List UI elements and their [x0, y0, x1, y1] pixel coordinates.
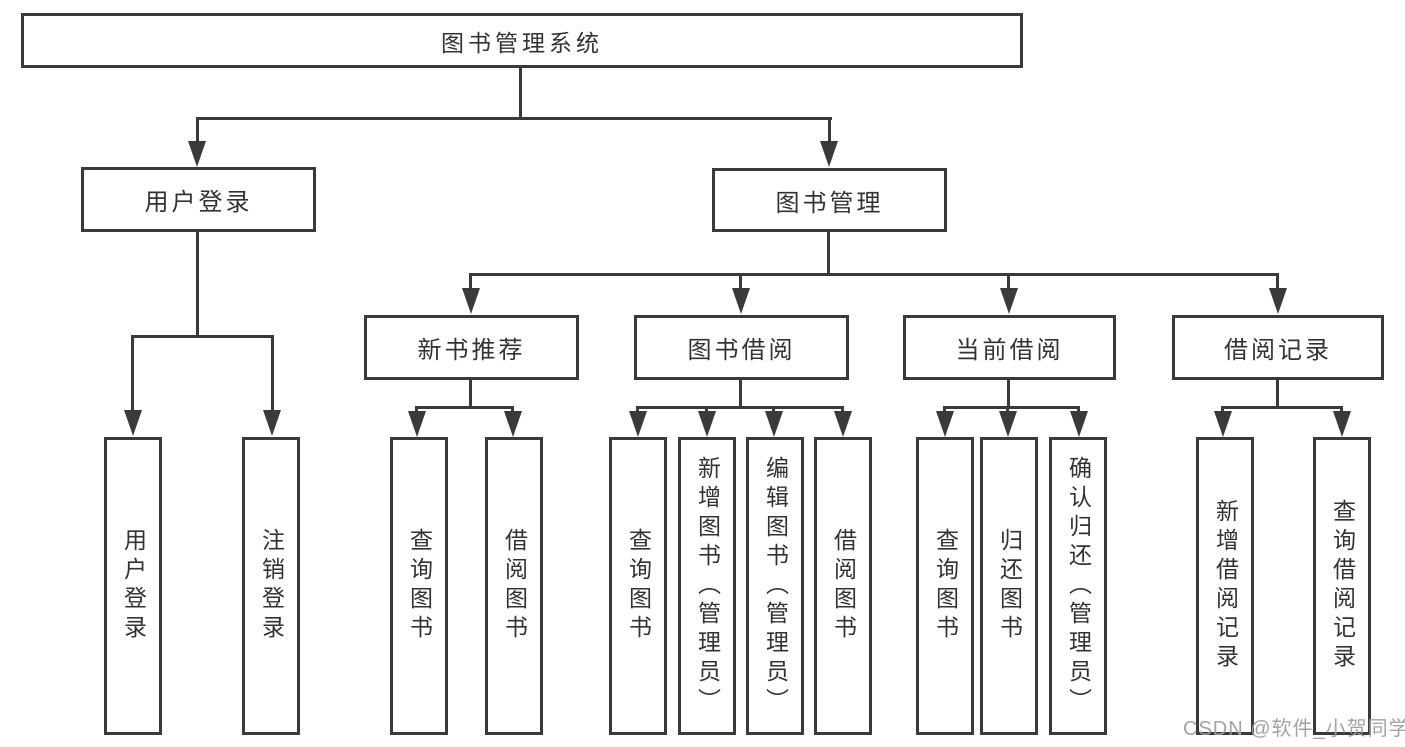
leaf-records-query: 查询借阅记录 [1313, 437, 1371, 735]
leaf-borrow-edit-admin: 编辑图书（管理员） [746, 437, 804, 735]
leaf-logout-label: 注销登录 [258, 528, 285, 644]
connector-drop [943, 406, 946, 414]
node-book-management-label: 图书管理 [775, 189, 884, 217]
node-new-book-recommend: 新书推荐 [364, 315, 579, 380]
node-user-login: 用户登录 [81, 167, 316, 232]
leaf-newbooks-query-label: 查询图书 [406, 528, 433, 644]
arrow-down-icon [765, 411, 783, 437]
arrow-down-icon [732, 288, 750, 314]
arrow-down-icon [263, 410, 281, 436]
arrow-down-icon [188, 141, 206, 167]
leaf-current-return-label: 归还图书 [996, 528, 1023, 644]
leaf-borrow-book-label: 借阅图书 [830, 528, 857, 644]
connector-drop [772, 406, 775, 414]
arrow-down-icon [124, 410, 142, 436]
connector-drop [1276, 273, 1279, 289]
connector-drop [1077, 406, 1080, 414]
leaf-current-confirm-admin-label: 确认归还（管理员） [1065, 455, 1092, 717]
node-system-title: 图书管理系统 [21, 13, 1023, 68]
connector-drop [1006, 406, 1009, 414]
arrow-down-icon [1269, 288, 1287, 314]
node-current-borrow-label: 当前借阅 [955, 337, 1064, 364]
connector-newbooks-stem [469, 380, 472, 408]
leaf-newbooks-borrow: 借阅图书 [485, 437, 543, 735]
node-current-borrow: 当前借阅 [903, 315, 1116, 380]
leaf-newbooks-borrow-label: 借阅图书 [501, 528, 528, 644]
connector-root-bar [196, 117, 832, 120]
connector-current-bar [943, 406, 1080, 409]
leaf-borrow-add-admin-label: 新增图书（管理员） [694, 455, 721, 717]
node-user-login-label: 用户登录 [144, 189, 253, 216]
connector-records-stem [1276, 380, 1279, 408]
leaf-user-login-label: 用户登录 [120, 528, 147, 644]
leaf-borrow-query-label: 查询图书 [625, 528, 652, 644]
leaf-records-add-label: 新增借阅记录 [1212, 499, 1239, 673]
arrow-down-icon [820, 141, 838, 167]
arrow-down-icon [698, 411, 716, 437]
node-system-title-label: 图书管理系统 [441, 29, 603, 56]
connector-bookmgmt-stem [827, 232, 830, 276]
arrow-down-icon [1333, 411, 1351, 437]
leaf-borrow-edit-admin-label: 编辑图书（管理员） [762, 455, 789, 717]
leaf-newbooks-query: 查询图书 [390, 437, 448, 735]
connector-drop [1340, 406, 1343, 414]
node-book-borrow: 图书借阅 [634, 315, 849, 380]
connector-newbooks-bar [415, 406, 514, 409]
connector-drop [415, 406, 418, 414]
arrow-down-icon [834, 411, 852, 437]
arrow-down-icon [462, 288, 480, 314]
leaf-current-return: 归还图书 [980, 437, 1038, 735]
node-borrow-records-label: 借阅记录 [1224, 337, 1332, 364]
leaf-records-add: 新增借阅记录 [1196, 437, 1254, 735]
watermark-text: CSDN @软件_小贺同学 [1183, 718, 1405, 740]
connector-borrow-stem [739, 380, 742, 408]
connector-current-stem [1007, 380, 1010, 408]
leaf-current-query: 查询图书 [916, 437, 974, 735]
arrow-down-icon [629, 411, 647, 437]
leaf-borrow-book: 借阅图书 [814, 437, 872, 735]
connector-drop [1221, 406, 1224, 414]
connector-drop [841, 406, 844, 414]
arrow-down-icon [999, 411, 1017, 437]
arrow-down-icon [408, 411, 426, 437]
connector-drop [739, 273, 742, 289]
connector-userlogin-stem [196, 232, 199, 338]
connector-drop [828, 117, 831, 143]
connector-userlogin-bar [131, 335, 274, 338]
node-new-book-recommend-label: 新书推荐 [417, 337, 526, 364]
leaf-borrow-add-admin: 新增图书（管理员） [678, 437, 736, 735]
node-book-borrow-label: 图书借阅 [687, 337, 796, 364]
connector-drop [1007, 273, 1010, 289]
arrow-down-icon [1000, 288, 1018, 314]
connector-root-stem [519, 68, 522, 118]
leaf-logout: 注销登录 [242, 437, 300, 735]
connector-records-bar [1221, 406, 1343, 409]
connector-bookmgmt-bar [469, 273, 1279, 276]
connector-borrow-bar [636, 406, 844, 409]
connector-drop [511, 406, 514, 414]
leaf-user-login: 用户登录 [104, 437, 162, 735]
arrow-down-icon [1214, 411, 1232, 437]
connector-drop [271, 335, 274, 412]
arrow-down-icon [1070, 411, 1088, 437]
node-book-management: 图书管理 [712, 168, 947, 232]
connector-drop [705, 406, 708, 414]
connector-drop [196, 117, 199, 143]
connector-drop [636, 406, 639, 414]
leaf-records-query-label: 查询借阅记录 [1329, 499, 1356, 673]
leaf-current-confirm-admin: 确认归还（管理员） [1049, 437, 1107, 735]
connector-drop [469, 273, 472, 289]
connector-drop [131, 335, 134, 412]
leaf-borrow-query: 查询图书 [609, 437, 667, 735]
arrow-down-icon [936, 411, 954, 437]
arrow-down-icon [504, 411, 522, 437]
node-borrow-records: 借阅记录 [1172, 315, 1384, 380]
leaf-current-query-label: 查询图书 [932, 528, 959, 644]
